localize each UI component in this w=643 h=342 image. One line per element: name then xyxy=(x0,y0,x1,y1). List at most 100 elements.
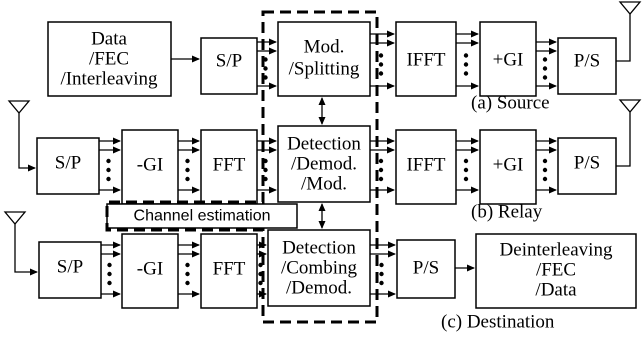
source-gi-to-ps-ellipsis-dot-1 xyxy=(542,57,548,62)
destination-gi-to-fft-ellipsis-dot-1 xyxy=(185,262,190,268)
relay-gi-to-ps-ellipsis-dot-3 xyxy=(542,176,548,182)
relay-add-gi-label: +GI xyxy=(493,155,524,176)
relay-ifft-to-gi-ellipsis-dot-1 xyxy=(463,158,469,164)
destination-fft-label: FFT xyxy=(213,259,246,280)
relay-ifft-box xyxy=(395,129,457,205)
relay-rx-antenna-icon xyxy=(7,100,31,115)
channel-estimation-box xyxy=(106,203,298,229)
destination-detection-to-ps-ellipsis-dot-3 xyxy=(379,280,384,286)
relay-detection-line-1: Detection xyxy=(287,134,361,155)
relay-ifft-to-gi-ellipsis-dot-2 xyxy=(463,167,469,173)
relay-ifft-to-gi-ellipsis-dot-3 xyxy=(463,176,469,182)
destination-remove-gi-label: -GI xyxy=(137,259,163,280)
destination-detection-line-2: /Combing xyxy=(281,258,358,279)
relay-sp-to-gi-ellipsis-dot-1 xyxy=(106,158,111,164)
relay-add-gi-box xyxy=(479,129,537,205)
destination-fft-box xyxy=(200,233,258,309)
source-sp-label: S/P xyxy=(216,51,242,72)
destination-antenna-feed xyxy=(14,224,38,276)
destination-fft-to-detection-connector xyxy=(257,241,267,298)
destination-fft-to-detection-ellipsis-dot-1 xyxy=(258,262,263,268)
relay-fft-to-detection-ellipsis-dot-3 xyxy=(263,176,268,182)
source-add-gi-box xyxy=(479,21,537,97)
destination-deinterleaving-line-3: /Data xyxy=(535,280,577,301)
relay-remove-gi-box xyxy=(121,129,179,205)
relay-ifft-label: IFFT xyxy=(406,155,445,176)
parallel-connectors xyxy=(99,30,557,298)
source-sp-to-mod-ellipsis-dot-3 xyxy=(263,75,268,80)
relay-detection-to-ifft-connector xyxy=(370,137,395,194)
relay-tx-antenna-icon xyxy=(618,99,642,114)
destination-deinterleaving-line-1: Deinterleaving xyxy=(500,240,613,261)
source-mod-to-ifft-ellipsis-dot-1 xyxy=(378,53,384,58)
relay-fft-label: FFT xyxy=(213,155,246,176)
destination-detection-to-ps-ellipsis-dot-2 xyxy=(379,271,384,277)
source-mod-to-ifft-ellipsis-dot-3 xyxy=(378,71,384,76)
relay-remove-gi-label: -GI xyxy=(137,155,163,176)
destination-fft-to-detection-ellipsis-dot-3 xyxy=(258,280,263,286)
relay-fft-to-detection-connector xyxy=(257,137,277,194)
relay-detection-to-ifft-ellipsis-dot-1 xyxy=(378,158,384,164)
source-ifft-box xyxy=(395,21,457,97)
source-antenna-feed xyxy=(616,14,631,62)
destination-deinterleaving-box xyxy=(475,233,637,309)
destination-remove-gi-box xyxy=(121,233,179,309)
relay-gi-to-fft-ellipsis-dot-2 xyxy=(185,167,190,173)
destination-sp-box xyxy=(38,241,102,299)
destination-detection-line-1: Detection xyxy=(282,238,356,259)
destination-detection-box xyxy=(267,229,371,307)
source-ifft-to-gi-ellipsis-dot-1 xyxy=(463,53,469,58)
relay-caption: (b) Relay xyxy=(471,202,543,223)
relay-gi-to-fft-ellipsis-dot-3 xyxy=(185,176,190,182)
destination-row: S/P -GI FFT Detection /Combing /Demod. P… xyxy=(3,211,637,333)
relay-gi-to-fft-connector xyxy=(178,137,200,194)
source-data-fec-line-1: Data xyxy=(91,29,127,50)
destination-detection-to-ps-connector xyxy=(370,241,396,298)
relay-ps-label: P/S xyxy=(574,153,600,174)
source-mod-line-2: /Splitting xyxy=(289,59,360,80)
relay-gi-to-ps-ellipsis-dot-1 xyxy=(542,158,548,164)
source-antenna-icon xyxy=(618,1,642,16)
source-ifft-to-gi-connector xyxy=(456,30,479,90)
source-mod-to-ifft-connector xyxy=(370,30,395,90)
destination-deinterleaving-line-2: /FEC xyxy=(536,260,576,281)
source-mod-line-1: Mod. xyxy=(304,37,345,58)
source-data-fec-interleaving-box xyxy=(47,21,172,97)
relay-fft-to-detection-ellipsis-dot-2 xyxy=(263,167,268,173)
destination-sp-to-gi-ellipsis-dot-1 xyxy=(107,262,112,268)
source-mod-splitting-box xyxy=(277,21,371,97)
source-caption: (a) Source xyxy=(471,93,550,114)
relay-detection-line-3: /Mod. xyxy=(301,174,347,195)
destination-caption: (c) Destination xyxy=(441,312,555,333)
source-sp-to-mod-ellipsis-dot-1 xyxy=(263,57,268,62)
destination-fft-to-detection-ellipsis-dot-2 xyxy=(258,271,263,277)
source-mod-to-ifft-ellipsis-dot-2 xyxy=(378,62,384,67)
source-ifft-label: IFFT xyxy=(406,50,445,71)
destination-detection-line-3: /Demod. xyxy=(286,278,352,299)
source-gi-to-ps-ellipsis-dot-3 xyxy=(542,75,548,80)
source-add-gi-label: +GI xyxy=(493,50,524,71)
destination-detection-to-ps-ellipsis-dot-1 xyxy=(379,262,384,268)
processing-region-dashed-outline xyxy=(105,10,379,324)
destination-gi-to-fft-connector xyxy=(178,241,200,298)
source-gi-to-ps-connector xyxy=(536,38,557,90)
source-ps-box xyxy=(557,37,617,95)
source-ifft-to-gi-ellipsis-dot-3 xyxy=(463,71,469,76)
relay-ps-box xyxy=(557,137,617,195)
destination-ps-label: P/S xyxy=(413,258,439,279)
source-row: Data /FEC /Interleaving S/P Mod. /Splitt… xyxy=(47,1,642,114)
relay-gi-to-fft-ellipsis-dot-1 xyxy=(185,158,190,164)
destination-gi-to-fft-ellipsis-dot-3 xyxy=(185,280,190,286)
destination-sp-to-gi-ellipsis-dot-3 xyxy=(107,280,112,286)
relay-sp-to-gi-ellipsis-dot-2 xyxy=(106,167,111,173)
relay-tx-antenna-feed xyxy=(616,112,631,167)
source-gi-to-ps-ellipsis-dot-2 xyxy=(542,66,548,71)
source-data-fec-line-3: /Interleaving xyxy=(60,69,158,90)
relay-sp-label: S/P xyxy=(55,153,81,174)
relay-antenna-feed xyxy=(18,113,36,172)
relay-sp-box xyxy=(36,137,100,195)
relay-detection-to-ifft-ellipsis-dot-2 xyxy=(378,167,384,173)
destination-sp-to-gi-connector xyxy=(101,241,121,298)
destination-antenna-icon xyxy=(3,211,27,226)
relay-gi-to-ps-connector xyxy=(536,137,557,194)
